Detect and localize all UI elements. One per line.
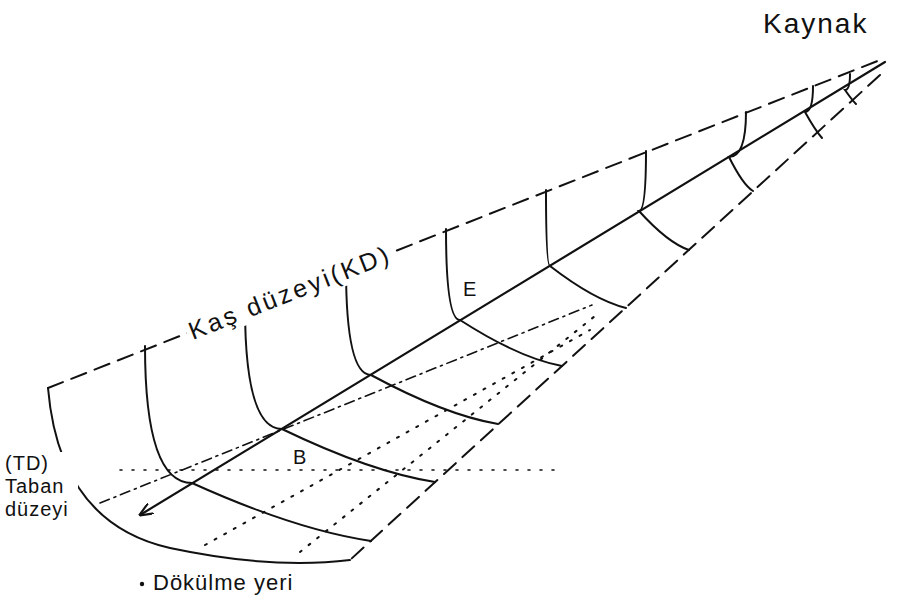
point-label: B [290, 446, 309, 469]
base-level-label: (TD) Taban düzeyi [2, 452, 78, 521]
cross-section [546, 190, 626, 308]
cross-section [805, 86, 822, 138]
thalweg-arrow [140, 62, 885, 515]
dot-mark [140, 582, 144, 586]
rim-line [48, 60, 880, 388]
dotted-line [120, 469, 560, 471]
rim-level-label: Kaş düzeyi(KD) [182, 238, 399, 346]
cross-section [729, 112, 753, 191]
right-rim-line [350, 75, 880, 560]
cross-section [845, 74, 856, 104]
mouth-label: Dökülme yeri [150, 570, 296, 595]
cross-section [446, 229, 562, 366]
base-level-line [100, 305, 592, 503]
source-label: Kaynak [760, 8, 871, 40]
dotted-line [300, 312, 600, 552]
point-label: E [460, 278, 479, 301]
cross-section [346, 268, 498, 424]
cross-section [639, 151, 689, 250]
